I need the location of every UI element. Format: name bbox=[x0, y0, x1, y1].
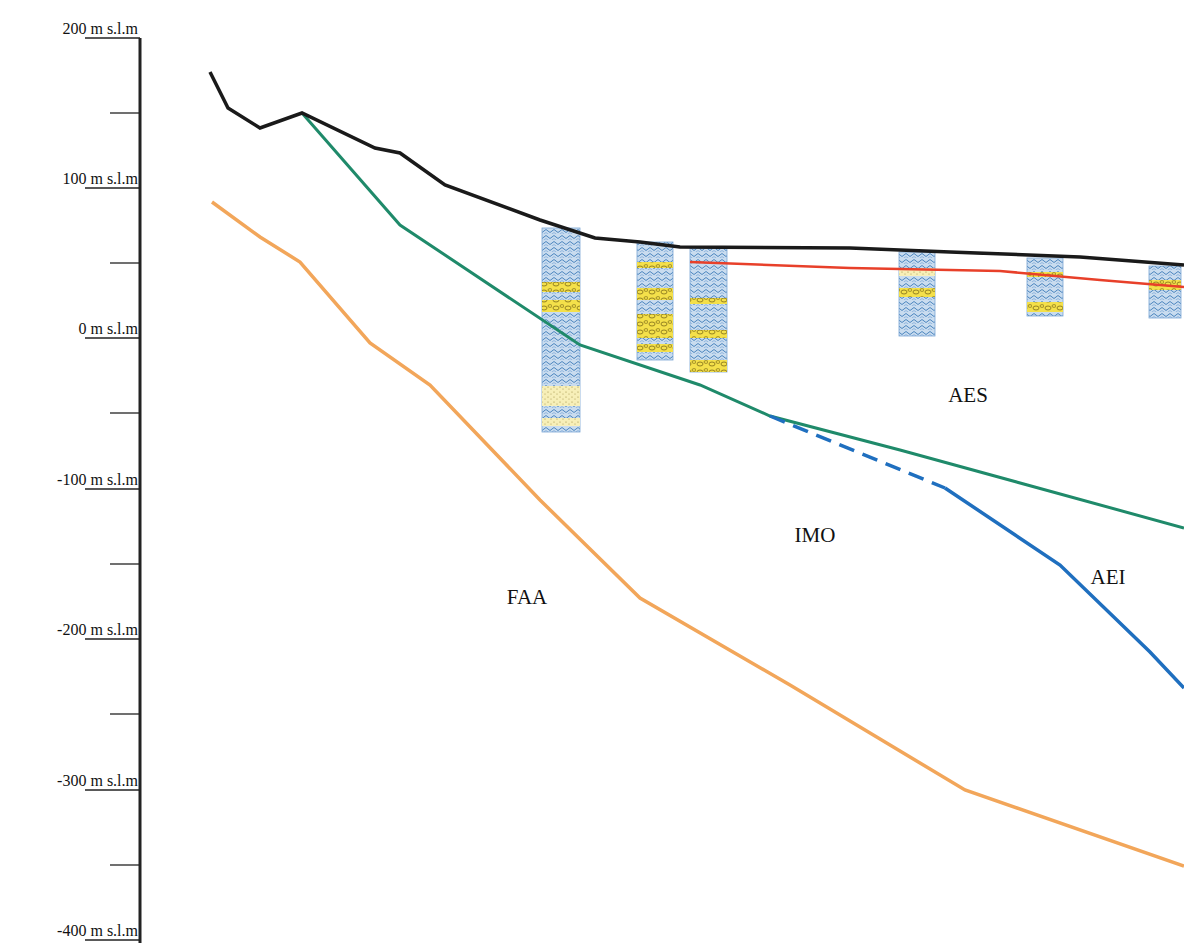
borehole bbox=[1027, 258, 1063, 316]
elevation-label: 200 m s.l.m bbox=[62, 21, 138, 37]
aquifer-base-line bbox=[945, 488, 1184, 688]
major-tick bbox=[85, 37, 140, 38]
inferred-boundary-line bbox=[770, 416, 945, 488]
minor-tick bbox=[110, 864, 140, 865]
borehole bbox=[542, 228, 580, 432]
major-tick bbox=[85, 789, 140, 790]
major-tick bbox=[85, 337, 140, 338]
major-tick bbox=[85, 187, 140, 188]
borehole bbox=[690, 248, 727, 372]
borehole bbox=[637, 242, 673, 360]
minor-tick bbox=[110, 412, 140, 413]
minor-tick bbox=[110, 112, 140, 113]
minor-tick bbox=[110, 563, 140, 564]
minor-tick bbox=[110, 262, 140, 263]
minor-tick bbox=[110, 713, 140, 714]
borehole bbox=[899, 252, 935, 336]
elevation-label: -300 m s.l.m bbox=[57, 773, 138, 789]
unit-label: FAA bbox=[507, 587, 547, 608]
major-tick bbox=[85, 488, 140, 489]
elevation-label: -400 m s.l.m bbox=[57, 923, 138, 939]
axis-line bbox=[139, 38, 142, 943]
major-tick bbox=[85, 638, 140, 639]
topographic-profile bbox=[210, 72, 1184, 265]
unit-label: AES bbox=[948, 385, 988, 406]
elevation-label: -100 m s.l.m bbox=[57, 472, 138, 488]
major-tick bbox=[85, 939, 140, 940]
unit-label: IMO bbox=[795, 525, 836, 546]
borehole bbox=[1149, 266, 1181, 318]
elevation-label: 0 m s.l.m bbox=[78, 321, 138, 337]
elevation-label: -200 m s.l.m bbox=[57, 622, 138, 638]
fan-base-line bbox=[212, 202, 1184, 866]
unit-label: AEI bbox=[1091, 567, 1126, 588]
water-table-line bbox=[690, 262, 1184, 287]
elevation-label: 100 m s.l.m bbox=[62, 171, 138, 187]
